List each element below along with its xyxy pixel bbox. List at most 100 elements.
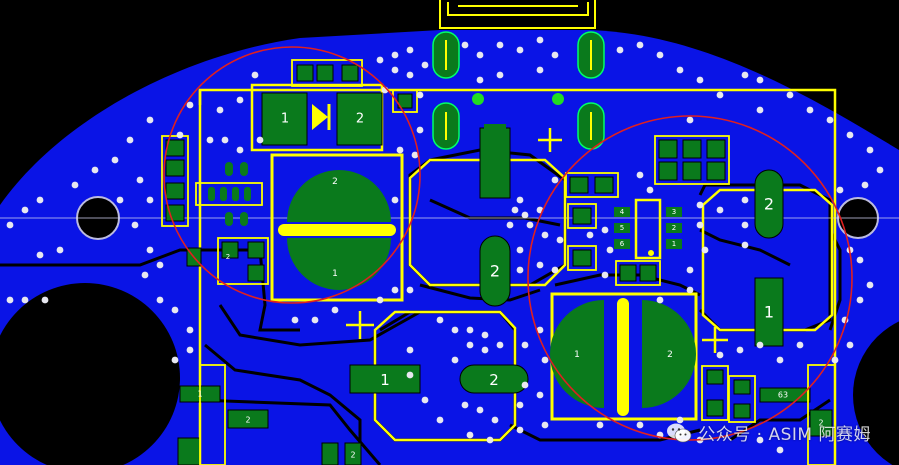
via — [486, 436, 494, 444]
small-left-pin-label: 2 — [226, 253, 230, 261]
via — [536, 66, 544, 74]
r-right-pin2-label: 2 — [764, 195, 774, 214]
via — [536, 391, 544, 399]
via — [171, 356, 179, 364]
u1-pin6-label: 6 — [620, 240, 625, 248]
via — [736, 346, 744, 354]
via — [146, 196, 154, 204]
bottom-right-ref-label: 63 — [778, 391, 788, 400]
l2-pin2-label: 2 — [489, 371, 499, 389]
via — [36, 196, 44, 204]
via — [186, 326, 194, 334]
via — [536, 261, 544, 269]
via — [156, 261, 164, 269]
u1-pin4-label: 4 — [620, 208, 625, 216]
via — [416, 91, 424, 99]
inductor-l1: 2 — [408, 124, 567, 307]
via — [741, 221, 749, 229]
via — [541, 231, 549, 239]
ic-u1: 4 3 5 2 6 1 — [614, 198, 682, 260]
via — [536, 36, 544, 44]
via — [646, 186, 654, 194]
via — [596, 421, 604, 429]
via — [491, 416, 499, 424]
via — [131, 221, 139, 229]
vias — [6, 36, 884, 454]
l1-pin2-label: 2 — [490, 262, 500, 281]
c1-pin2-label: 2 — [332, 177, 338, 187]
via — [516, 246, 524, 254]
via — [171, 306, 179, 314]
cutout-bottom-left — [0, 283, 180, 465]
via — [516, 46, 524, 54]
via — [856, 296, 864, 304]
via — [451, 326, 459, 334]
via — [406, 286, 414, 294]
watermark: 公众号 · ASIM 阿赛姆 — [666, 420, 871, 445]
via — [411, 151, 419, 159]
cutout-bottom-right — [853, 321, 899, 465]
watermark-text: 公众号 · ASIM 阿赛姆 — [698, 425, 871, 445]
bottom-left-pin2-label: 2 — [245, 416, 250, 425]
via — [616, 46, 624, 54]
via — [836, 186, 844, 194]
diode-d1: 1 2 — [250, 83, 384, 152]
via — [291, 316, 299, 324]
via — [391, 66, 399, 74]
via — [756, 76, 764, 84]
u1-pin2-label: 2 — [672, 224, 676, 232]
via — [451, 356, 459, 364]
bottom-right-pin-label: 2 — [818, 419, 823, 428]
via — [391, 51, 399, 59]
via — [551, 176, 559, 184]
via — [516, 401, 524, 409]
via — [311, 316, 319, 324]
via — [376, 296, 384, 304]
via — [111, 156, 119, 164]
via — [846, 131, 854, 139]
capacitor-c2: 1 2 — [550, 292, 698, 421]
via — [686, 116, 694, 124]
via — [436, 416, 444, 424]
via — [236, 96, 244, 104]
via — [586, 231, 594, 239]
via — [741, 241, 749, 249]
smd-oval-pads — [208, 162, 251, 226]
via — [756, 436, 764, 444]
via — [756, 341, 764, 349]
via — [856, 256, 864, 264]
via — [416, 126, 424, 134]
via — [866, 146, 874, 154]
via — [406, 371, 414, 379]
u1-pin1-label: 1 — [672, 240, 676, 248]
via — [251, 71, 259, 79]
via — [476, 406, 484, 414]
via — [696, 76, 704, 84]
via — [716, 91, 724, 99]
bottom-left-pin1-label: 1 — [197, 390, 202, 399]
via — [656, 51, 664, 59]
via — [481, 346, 489, 354]
via — [806, 106, 814, 114]
via — [716, 351, 724, 359]
via — [866, 281, 874, 289]
bottom-mid-pin-label: 2 — [350, 451, 355, 460]
d1-pin1-label: 1 — [281, 112, 289, 127]
via — [141, 271, 149, 279]
usb-connector-outline — [439, 0, 596, 29]
via — [796, 341, 804, 349]
via — [756, 106, 764, 114]
via — [831, 356, 839, 364]
via — [331, 306, 339, 314]
inductor-l2: 1 2 — [349, 310, 529, 442]
via — [541, 356, 549, 364]
via — [846, 341, 854, 349]
via — [496, 41, 504, 49]
via — [256, 136, 264, 144]
via — [91, 166, 99, 174]
via — [601, 226, 609, 234]
via — [741, 71, 749, 79]
via — [526, 221, 534, 229]
via — [776, 446, 784, 454]
c2-pin2-label: 2 — [667, 350, 673, 360]
